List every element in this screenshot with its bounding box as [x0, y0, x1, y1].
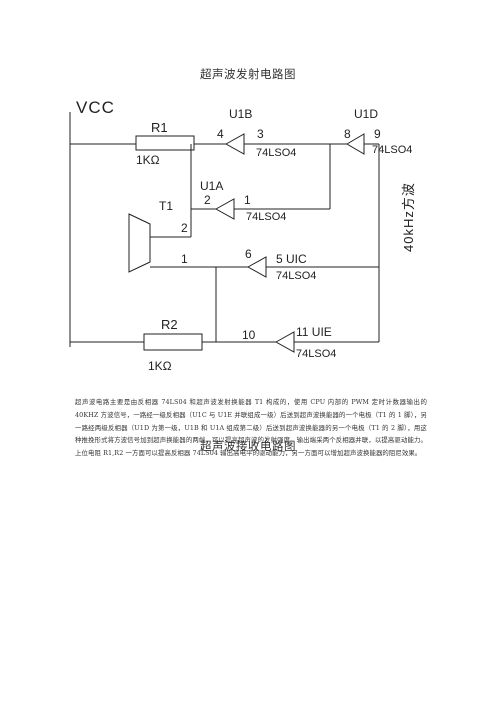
u1a-label: U1A: [200, 179, 223, 193]
t1-pin1-label: 1: [181, 252, 188, 266]
r1-value: 1KΩ: [136, 153, 160, 167]
u1c-label: 5 UIC: [276, 252, 307, 266]
u1e-inverter-symbol: [274, 331, 295, 353]
transmit-circuit-diagram: VCC R1 1KΩ U1B 4 3 74LSO4 U1D 8 9 74LSO4…: [69, 98, 416, 372]
vcc-label: VCC: [76, 98, 115, 117]
circuit-description: 超声波电路主要是由反相器 74LS04 和超声波发射换能器 T1 构成的，使用 …: [75, 398, 427, 458]
page-title: 超声波发射电路图: [200, 67, 296, 81]
u1d-part: 74LSO4: [372, 144, 412, 156]
u1b-inverter-symbol: [224, 133, 245, 155]
u1a-part: 74LSO4: [246, 211, 286, 223]
u1d-pin-out: 9: [374, 127, 381, 141]
u1e-pin: 10: [242, 328, 256, 342]
r2-body: [143, 333, 203, 351]
t1-label: T1: [159, 199, 173, 213]
u1a-pin-out: 1: [244, 193, 251, 207]
u1d-label: U1D: [354, 107, 378, 121]
t1-pin2-label: 2: [181, 221, 188, 235]
u1a-pin-in: 2: [204, 193, 211, 207]
section-title: 超声波接收电路图: [200, 439, 296, 453]
u1b-pin-in: 4: [217, 127, 224, 141]
r2-value: 1KΩ: [148, 359, 172, 372]
u1e-part: 74LSO4: [296, 348, 336, 360]
r1-label: R1: [151, 120, 168, 135]
u1c-part: 74LSO4: [276, 270, 316, 282]
u1b-pin-out: 3: [257, 127, 264, 141]
u1e-label: 11 UIE: [296, 325, 332, 339]
t1-transducer-symbol: [128, 213, 151, 273]
r1-body: [135, 135, 195, 151]
u1c-pin: 6: [245, 247, 252, 261]
u1b-label: U1B: [229, 107, 252, 121]
u1a-inverter-symbol: [214, 198, 235, 220]
r2-label: R2: [161, 317, 178, 332]
signal-label: 40kHz方波: [401, 182, 416, 252]
u1d-pin-in: 8: [344, 127, 351, 141]
u1b-part: 74LSO4: [256, 147, 296, 159]
